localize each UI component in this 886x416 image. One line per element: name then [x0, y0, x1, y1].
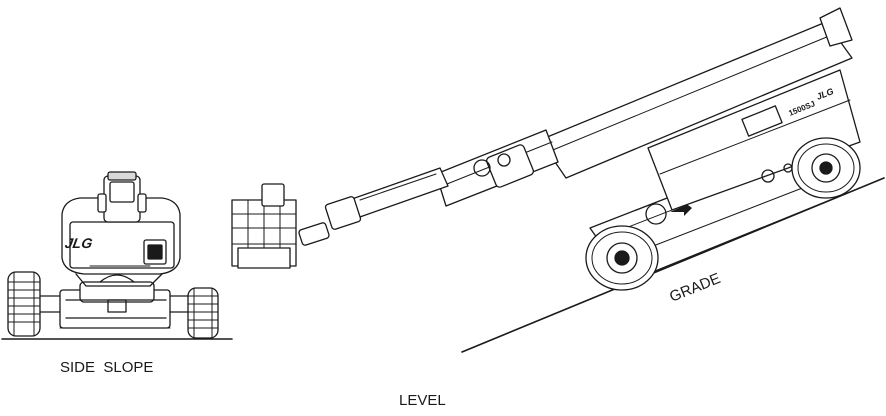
- rear-view-right-tire: [187, 287, 219, 339]
- platform-basket: [231, 183, 297, 269]
- side-view-rear-tire: [791, 137, 861, 199]
- grade-label: GRADE: [667, 270, 723, 306]
- side-view-front-tire: [585, 225, 659, 291]
- level-label: LEVEL: [399, 392, 446, 409]
- rear-view-machine-icon: [1, 171, 233, 340]
- side-view-machine-icon: [231, 7, 885, 353]
- rear-jlg-logo: JLG: [64, 235, 94, 251]
- rear-view-left-tire: [7, 271, 41, 337]
- side-slope-label: SIDE SLOPE: [60, 359, 153, 376]
